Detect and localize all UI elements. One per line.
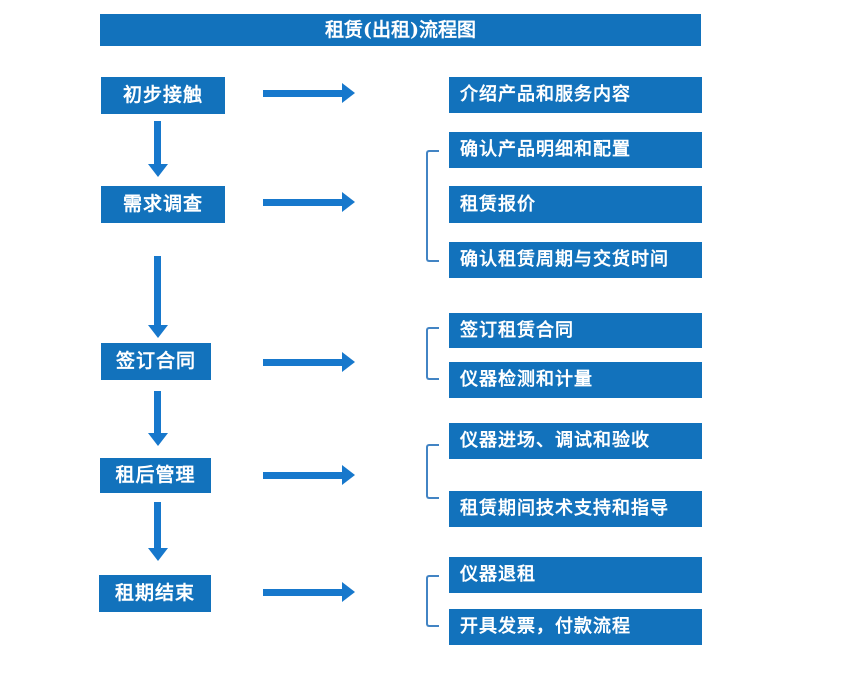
- output-instrument-entry-debug-acceptance: 仪器进场、调试和验收: [449, 423, 702, 459]
- arrow-head: [342, 465, 355, 485]
- arrow-head: [148, 325, 168, 338]
- arrow-right-icon: [263, 582, 355, 602]
- arrow-right-icon: [263, 192, 355, 212]
- arrow-down-icon: [148, 391, 168, 446]
- stage-box-demand-survey: 需求调查: [101, 186, 225, 223]
- output-confirm-rental-period-delivery: 确认租赁周期与交货时间: [449, 242, 702, 278]
- arrow-stem: [263, 472, 342, 479]
- output-introduce-products: 介绍产品和服务内容: [449, 77, 702, 113]
- arrow-stem: [263, 589, 342, 596]
- arrow-head: [148, 164, 168, 177]
- arrow-head: [148, 548, 168, 561]
- arrow-right-icon: [263, 352, 355, 372]
- arrow-head: [342, 352, 355, 372]
- arrow-right-icon: [263, 83, 355, 103]
- output-instrument-testing-metering: 仪器检测和计量: [449, 362, 702, 398]
- output-invoice-payment-process: 开具发票，付款流程: [449, 609, 702, 645]
- stage-box-post-rental-management: 租后管理: [100, 458, 211, 493]
- bracket-connector: [426, 444, 439, 499]
- arrow-stem: [154, 256, 161, 325]
- output-rental-quotation: 租赁报价: [449, 186, 702, 223]
- stage-box-sign-contract: 签订合同: [101, 343, 211, 380]
- bracket-connector: [426, 575, 439, 627]
- arrow-down-icon: [148, 121, 168, 177]
- bracket-connector: [426, 150, 439, 262]
- output-sign-rental-contract: 签订租赁合同: [449, 313, 702, 348]
- output-instrument-return: 仪器退租: [449, 557, 702, 593]
- arrow-down-icon: [148, 502, 168, 561]
- flowchart-title: 租赁(出租)流程图: [100, 14, 701, 46]
- arrow-stem: [154, 121, 161, 164]
- arrow-stem: [154, 391, 161, 433]
- stage-box-rental-end: 租期结束: [99, 575, 211, 612]
- output-technical-support-guidance: 租赁期间技术支持和指导: [449, 491, 702, 527]
- bracket-connector: [426, 327, 439, 380]
- arrow-head: [342, 582, 355, 602]
- arrow-head: [342, 192, 355, 212]
- arrow-down-icon: [148, 256, 168, 338]
- arrow-head: [148, 433, 168, 446]
- arrow-right-icon: [263, 465, 355, 485]
- arrow-stem: [263, 90, 342, 97]
- arrow-stem: [154, 502, 161, 548]
- arrow-stem: [263, 359, 342, 366]
- arrow-stem: [263, 199, 342, 206]
- stage-box-initial-contact: 初步接触: [101, 77, 225, 114]
- arrow-head: [342, 83, 355, 103]
- output-confirm-product-details: 确认产品明细和配置: [449, 132, 702, 168]
